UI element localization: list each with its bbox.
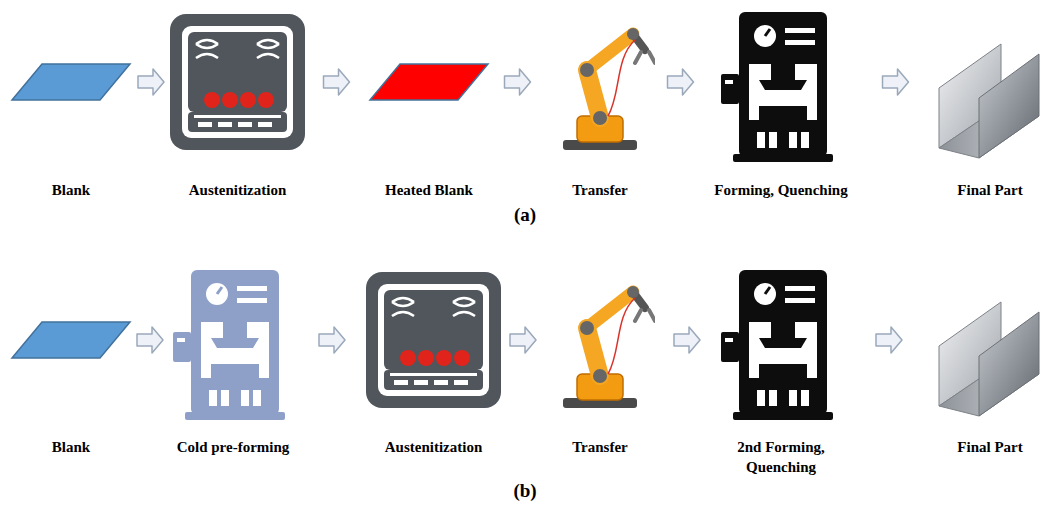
process-step: Austenitization — [366, 272, 501, 457]
subfigure-label: (b) — [513, 480, 536, 502]
step-label: Austenitization — [385, 437, 483, 457]
step-label: Transfer — [572, 437, 628, 457]
blank-icon — [12, 64, 130, 100]
flow-arrow — [510, 327, 536, 353]
step-label: 2nd Forming, Quenching — [719, 437, 843, 477]
process-step: Final Part — [935, 298, 1045, 457]
flow-arrow — [319, 327, 345, 353]
flow-arrow — [674, 327, 700, 353]
step-label: Heated Blank — [385, 180, 473, 200]
step-label: Transfer — [572, 180, 628, 200]
process-step: Transfer — [545, 12, 655, 200]
step-label: Blank — [52, 437, 90, 457]
process-step: Forming, Quenching — [706, 12, 856, 200]
part-icon — [939, 44, 1039, 158]
subfigure-label: (a) — [514, 204, 536, 226]
process-step: Austenitization — [170, 14, 305, 200]
flow-arrow — [138, 69, 164, 95]
step-label: Final Part — [957, 180, 1022, 200]
robot-icon — [563, 28, 655, 150]
flow-arrow — [137, 327, 163, 353]
step-label: Forming, Quenching — [714, 180, 847, 200]
press-icon — [721, 270, 833, 420]
process-step: Transfer — [545, 270, 655, 457]
heated-blank-icon — [370, 64, 488, 100]
process-step: Heated Blank — [368, 62, 490, 200]
robot-icon — [563, 286, 655, 408]
step-label: Final Part — [957, 437, 1022, 457]
furnace-icon — [366, 272, 501, 408]
step-label: Austenitization — [189, 180, 287, 200]
step-label: Cold pre-forming — [177, 437, 290, 457]
flow-arrow — [668, 69, 694, 95]
flow-arrow — [505, 69, 531, 95]
flow-arrow — [324, 69, 350, 95]
process-step: Blank — [10, 62, 132, 200]
process-step: Blank — [10, 320, 132, 457]
blank-icon — [12, 322, 130, 358]
furnace-icon — [170, 14, 305, 150]
press-icon — [721, 12, 833, 162]
process-step: Final Part — [935, 40, 1045, 200]
step-label: Blank — [52, 180, 90, 200]
press-icon — [173, 270, 285, 420]
flow-arrow — [883, 69, 909, 95]
flow-arrow — [876, 327, 902, 353]
process-step: Cold pre-forming — [168, 270, 298, 457]
process-step: 2nd Forming, Quenching — [719, 270, 843, 477]
part-icon — [939, 302, 1039, 416]
